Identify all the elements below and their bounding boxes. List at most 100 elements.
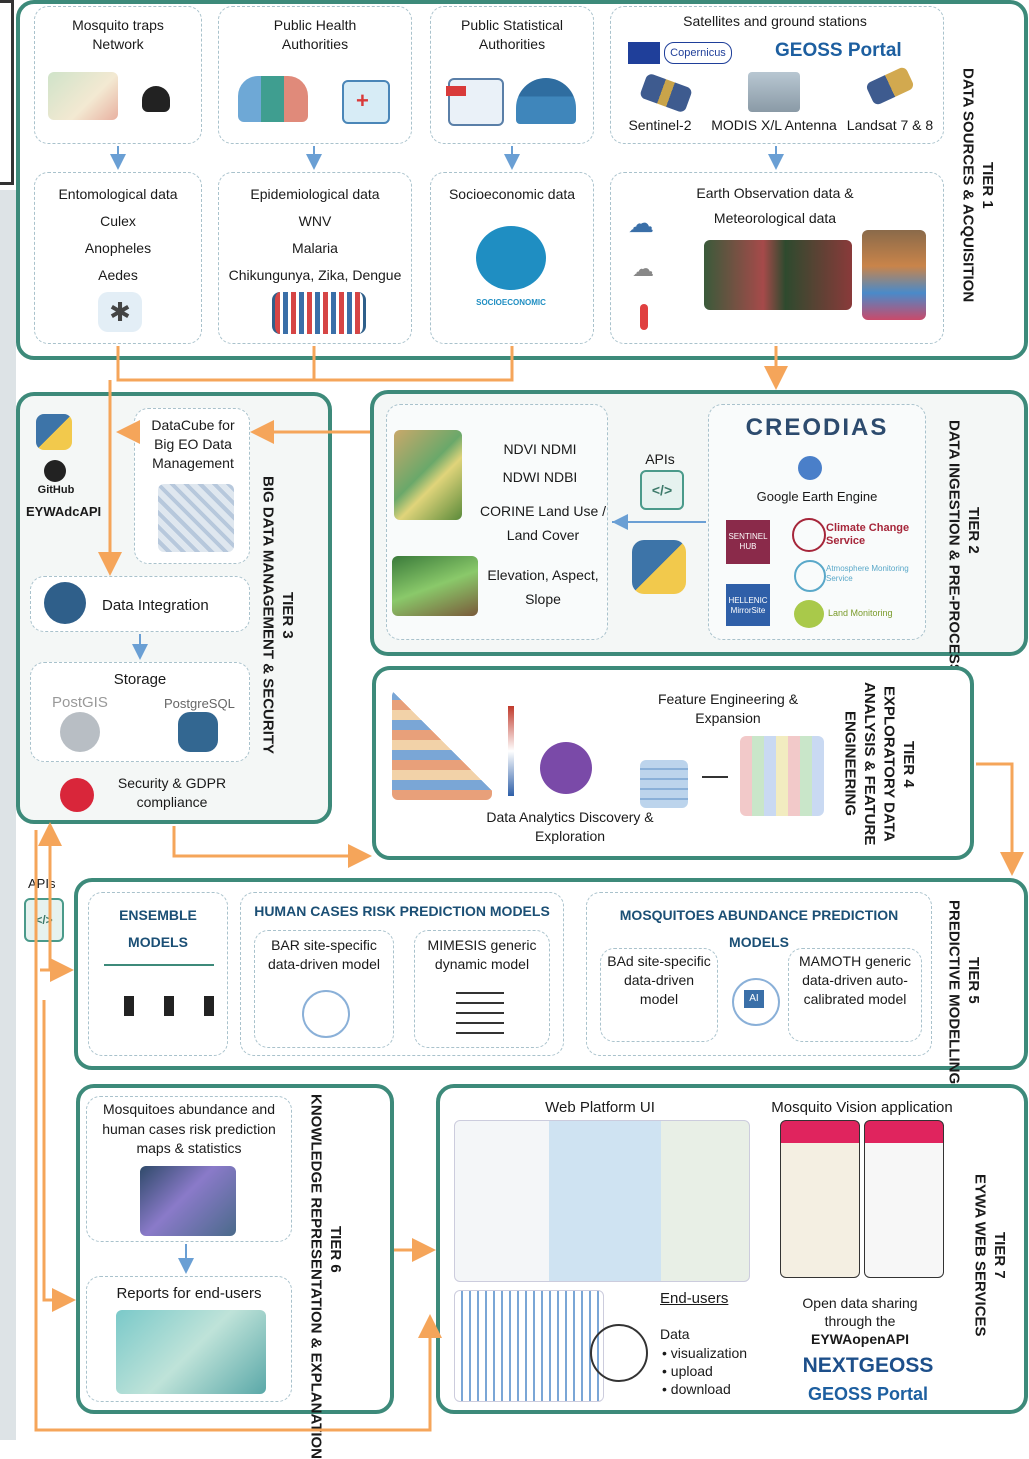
terrain-model-image [862,230,926,320]
tier7-label: TIER 7 [991,1231,1008,1279]
land-label: Land Monitoring [828,608,893,618]
human-models-title: HUMAN CASES RISK PREDICTION MODELS [254,903,550,919]
arrow-to-tier6 [42,1000,76,1312]
tier6-title: KNOWLEDGE REPRESENTATION & EXPLANATION [307,1094,325,1459]
left-frame-fragment [0,0,14,185]
mosquito-icon: ✱ [98,292,142,332]
doctors-icon [238,76,308,122]
tier5-heading: TIER 5 PREDICTIVE MODELLING [944,900,983,1084]
vision-app-screen-1 [780,1120,860,1278]
earth-observation-title: Earth Observation data & Meteorological … [696,185,854,227]
storage-label: Storage [113,671,167,688]
tier6-label: TIER 6 [327,1225,344,1273]
aedes-label: Aedes [98,267,138,283]
reports-label: Reports for end-users [116,1285,262,1302]
tier7-title: EYWA WEB SERVICES [971,1173,989,1337]
bad-model-label: BAd site-specific data-driven model [607,953,711,1007]
tier6-heading: TIER 6 KNOWLEDGE REPRESENTATION & EXPLAN… [306,1094,345,1459]
hellenic-logo: HELLENIC MirrorSite [726,584,770,626]
color-scale [508,706,514,796]
landsat-label: Landsat 7 & 8 [846,117,934,133]
sentinel-hub-logo: SENTINEL HUB [726,520,770,564]
gee-label: Google Earth Engine [756,489,878,504]
upload-label: upload [670,1363,713,1379]
bad-model-box [600,948,718,1042]
epidemiological-title: Epidemiological data [250,186,380,202]
database-icon [44,582,86,624]
nextgeoss-logo: NEXTGEOSS [802,1354,934,1377]
datacube-image [158,484,234,552]
postgresql-label: PostgreSQL [164,696,235,711]
hospital-cross-icon: + [356,88,369,113]
tier5-label: TIER 5 [965,956,982,1004]
arrow-tier4-tier5 [976,762,1024,876]
hospital-icon [342,80,390,124]
vision-app-screen-2 [864,1120,944,1278]
end-user-icon [590,1324,648,1382]
mosquito-models-title: MOSQUITOES ABUNDANCE PREDICTION MODELS [619,907,899,950]
open-data-line-2: through the [824,1313,896,1329]
visualization-label: visualization [670,1345,748,1361]
modis-antenna-image [748,72,800,112]
web-platform-screenshot [454,1120,750,1282]
tier4-heading: TIER 4 EXPLORATORY DATA ANALYSIS & FEATU… [840,674,918,854]
tier3-label: TIER 3 [279,591,296,639]
tier1-title: DATA SOURCES & ACQUISITION [959,67,977,303]
postgresql-elephant-icon [178,712,218,752]
mimesis-model-label: MIMESIS generic dynamic model [427,937,537,972]
tier5-title: PREDICTIVE MODELLING [945,900,963,1085]
tier1-label: TIER 1 [979,161,996,209]
datacube-label: DataCube for Big EO Data Management [151,417,235,471]
github-label: GitHub [37,484,75,496]
tier7-heading: TIER 7 EYWA WEB SERVICES [970,1110,1009,1400]
rain-cloud-icon: ☁ [628,208,654,238]
expansion-arrow [702,776,728,778]
bullet-upload: • upload [662,1363,713,1379]
api-icon: </> [640,470,684,510]
bar-model-label: BAR site-specific data-driven model [267,937,381,972]
ai-brain-icon-mosquito [732,978,780,1026]
thermometer-icon [640,304,648,330]
ai-badge: AI [744,990,764,1008]
python-logo-tier2 [632,540,686,594]
bullet-download: • download [662,1381,731,1397]
correlation-matrix [392,690,492,800]
psa-label: Public Statistical Authorities [461,17,563,52]
ensemble-label: ENSEMBLE MODELS [119,907,197,950]
geoss-logo: GEOSS Portal [775,40,902,61]
satellites-title: Satellites and ground stations [683,13,867,29]
arbovirus-label: Chikungunya, Zika, Dengue [228,267,402,283]
open-data-line-1: Open data sharing [802,1295,918,1311]
tier4-title: EXPLORATORY DATA ANALYSIS & FEATURE ENGI… [841,682,898,846]
population-icon [272,292,366,334]
corine-label: CORINE Land Use / Land Cover [479,503,607,543]
tier2-title: DATA INGESTION & PRE-PROCESSING [945,420,963,701]
integration-label: Data Integration [102,597,209,614]
sentinel-label: Sentinel-2 [628,117,692,133]
copernicus-logo: Copernicus [664,42,732,64]
atmosphere-label: Atmosphere Monitoring Service [826,564,909,583]
side-api-icon: </> [24,898,64,942]
tier4-label: TIER 4 [900,740,917,788]
malaria-label: Malaria [292,240,338,256]
webui-label: Web Platform UI [545,1099,655,1116]
elevation-label: Elevation, Aspect, Slope [487,567,599,607]
socioeconomic-icon [476,226,546,290]
tier3-heading: TIER 3 BIG DATA MANAGEMENT & SECURITY [258,460,297,770]
traps-map-image [48,72,118,120]
small-cube-image [640,760,688,808]
mamoth-model-box [788,948,922,1042]
creodias-logo: CREODIAS [745,414,889,441]
traps-box [34,6,202,144]
security-label: Security & GDPR compliance [117,775,227,810]
socioeconomic-title: Socioeconomic data [448,186,576,202]
tier3-title: BIG DATA MANAGEMENT & SECURITY [259,475,277,755]
satellite-imagery [704,240,852,310]
analytics-icon [540,742,592,794]
tier2-heading: TIER 2 DATA INGESTION & PRE-PROCESSING [944,420,983,701]
risk-map-image [140,1166,236,1236]
left-gray-strip [0,190,16,1440]
python-logo-tier3 [36,414,72,450]
maps-label: Mosquitoes abundance and human cases ris… [102,1101,276,1157]
analytics-label: Data Analytics Discovery & Exploration [486,809,654,844]
